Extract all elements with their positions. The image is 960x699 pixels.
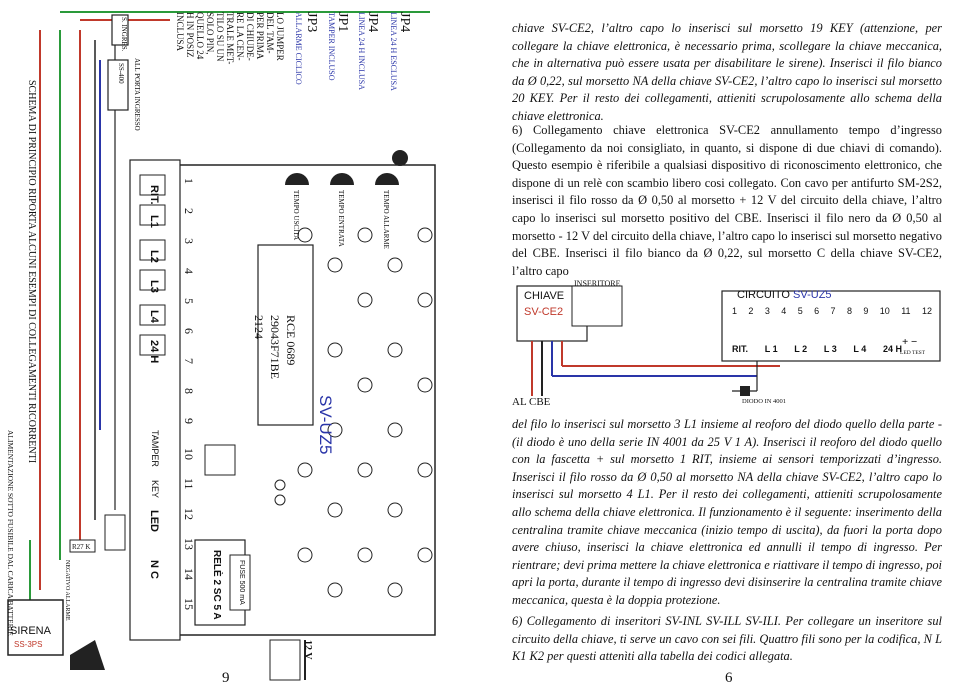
- left-page: SCHEMA DI PRINCIPIO RIPORTA ALCUNI ESEMP…: [6, 11, 436, 686]
- jp1-title: JP1: [335, 12, 350, 33]
- label-tamper: TAMPER: [150, 430, 160, 467]
- key-box-title: CHIAVE: [524, 290, 565, 302]
- key-box-model: SV-CE2: [524, 306, 564, 318]
- led-test-label: LED TEST: [900, 350, 926, 356]
- paragraph-4: 6) Collegamento di inseritori SV-INL SV-…: [512, 614, 942, 664]
- wiring-schematic: [7, 11, 436, 681]
- paragraph-2: 6) Collegamento chiave elettronica SV-CE…: [512, 123, 942, 278]
- right-page: chiave SV-CE2, l’altro capo lo inserisci…: [490, 0, 960, 699]
- tempo-entrata: TEMPO ENTRATA: [337, 190, 345, 247]
- paragraph-1: chiave SV-CE2, l’altro capo lo inserisci…: [512, 21, 942, 123]
- terminal-number-column: 1 2 3 4 5 6 7 8 9 10 11 12 13 14 15: [182, 178, 196, 610]
- tempo-allarme: TEMPO ALLARME: [382, 190, 390, 249]
- circuit-terminal-labels: RIT. L 1 L 2 L 3 L 4 24 H: [732, 344, 902, 354]
- resistor-label: R27 K: [72, 543, 91, 551]
- jp3-text: ALLARME CICLICO: [294, 12, 303, 85]
- board-code-3: 2124: [252, 315, 266, 339]
- schema-title: SCHEMA DI PRINCIPIO RIPORTA ALCUNI ESEMP…: [26, 80, 37, 464]
- label-rit: RIT.: [148, 185, 160, 205]
- terminal-blocks: [139, 174, 166, 356]
- board-code-2: 29043F71BE: [268, 315, 282, 380]
- schema-subtitle: ALIMENTAZIONE SOTTO FUSIBILE DAL CARICA …: [6, 430, 15, 636]
- label-l4: L4: [148, 310, 160, 323]
- inserter-label: INSERITORE: [574, 279, 621, 288]
- siren-label: SIRENA: [10, 625, 51, 637]
- diode-label: DIODO IN 4001: [742, 398, 787, 405]
- jp1-text: TAMPER INCLUSO: [327, 12, 336, 81]
- tempo-uscita: TEMPO USCITA: [292, 190, 300, 241]
- left-page-number: 9: [222, 670, 230, 686]
- key-wiring-diagram: CHIAVE SV-CE2 INSERITORE CIRCUITO SV-UZ5…: [512, 276, 942, 416]
- circuit-title: CIRCUITO: [737, 289, 790, 301]
- paragraph-3: del filo lo inserisci sul morsetto 3 L1 …: [512, 417, 942, 607]
- circuit-terminal-numbers: 1 2 3 4 5 6 7 8 9 10 11 12: [732, 306, 932, 316]
- input-label: S. INGRES.: [120, 17, 128, 52]
- label-nc: N C: [148, 560, 160, 579]
- jp4a-text: LINEA 24 H INCLUSA: [357, 12, 366, 90]
- al-cbe-label: AL CBE: [512, 396, 551, 408]
- label-key: KEY: [150, 480, 160, 499]
- label-24h: 24 H: [148, 340, 160, 364]
- jumper-note: LO JUMPER DEL TAM- PER PRIMA DI CHIUDE- …: [175, 12, 285, 65]
- label-l2: L2: [148, 250, 160, 263]
- siren-model: SS-3PS: [14, 640, 43, 649]
- circuit-model: SV-UZ5: [793, 289, 832, 301]
- label-l1: L1: [148, 215, 160, 228]
- neg-label: NEGATIVO ALLARME: [64, 560, 70, 621]
- label-l3: L3: [148, 280, 160, 293]
- relay-label: RELÈ 2 SC 5 A: [211, 550, 222, 620]
- power-label: 12 V: [302, 640, 313, 660]
- label-led: LED: [148, 510, 160, 532]
- board-code-1: RCE 0689: [284, 315, 298, 366]
- board-name: SV-UZ5: [316, 395, 335, 455]
- jp4b-title: JP4: [397, 12, 412, 33]
- jp4a-title: JP4: [365, 12, 380, 33]
- trimmers: [285, 173, 399, 185]
- input-model: SS-400: [117, 63, 125, 84]
- sensor-label: ALL PORTA INGRESSO: [133, 58, 141, 131]
- right-page-number: 6: [725, 670, 733, 686]
- fuse-label: FUSE 500 mA: [238, 560, 245, 605]
- jp4b-text: LINEA 24 H ESCLUSA: [389, 12, 398, 91]
- jp3-title: JP3: [304, 12, 319, 33]
- plus-minus: + −: [902, 336, 918, 348]
